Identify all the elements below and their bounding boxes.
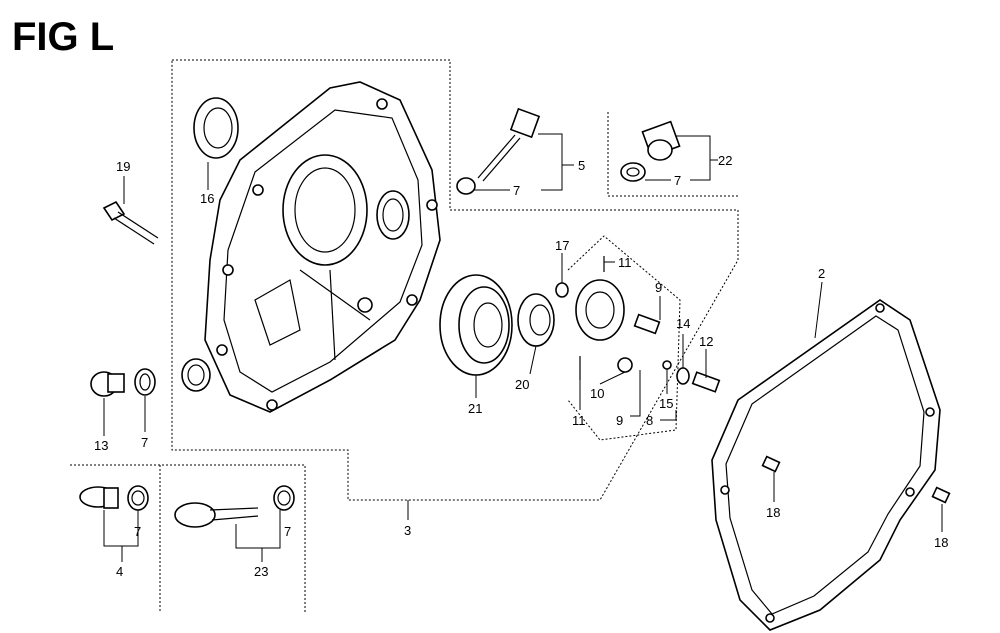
plug-22	[641, 120, 681, 161]
oil-filler-cap-23	[174, 502, 259, 528]
callout-2: 2	[818, 266, 825, 281]
callout-22: 22	[718, 153, 732, 168]
callout-16: 16	[200, 191, 214, 206]
small-seal-cover	[181, 358, 211, 392]
cover-rib	[254, 279, 301, 346]
weight-9	[633, 313, 661, 335]
washer-7-ll-b	[273, 485, 295, 511]
callout-12: 12	[699, 334, 713, 349]
group-boundaries	[70, 59, 740, 612]
oil-seal-16	[193, 97, 239, 159]
callout-4: 4	[116, 564, 123, 579]
drain-plug-13	[90, 371, 125, 397]
holder-10	[617, 357, 633, 373]
callout-19: 19	[116, 159, 130, 174]
group-22-box	[607, 112, 740, 197]
callout-20: 20	[515, 377, 529, 392]
callout-8: 8	[646, 413, 653, 428]
shaft-12	[691, 371, 721, 393]
callout-9-bottom: 9	[616, 413, 623, 428]
washer-7-ll-a	[127, 485, 149, 511]
callout-3: 3	[404, 523, 411, 538]
gasket-2	[711, 299, 941, 631]
washer-7-right	[620, 162, 646, 182]
lower-left-box	[70, 464, 306, 612]
callout-23: 23	[254, 564, 268, 579]
oil-filler-cap-4	[79, 486, 119, 509]
callout-7-plug: 7	[674, 173, 681, 188]
washer-14	[676, 367, 690, 385]
callout-11-top: 11	[618, 255, 632, 270]
crankcase-cover	[204, 81, 441, 413]
callout-21: 21	[468, 401, 482, 416]
callout-11-bottom: 11	[572, 413, 586, 428]
washer-7-left	[134, 368, 156, 396]
callout-13: 13	[94, 438, 108, 453]
ball-bearing-21	[439, 274, 513, 376]
callout-15: 15	[659, 396, 673, 411]
callout-18-right: 18	[934, 535, 948, 550]
callout-7-ll-b: 7	[284, 524, 291, 539]
callout-labels: 19 16 13 7 7 5 22 7 17 11 9 14 12 20 21 …	[94, 153, 948, 579]
callout-17: 17	[555, 238, 569, 253]
callout-18-left: 18	[766, 505, 780, 520]
dowel-pin-18a	[761, 455, 781, 473]
dowel-pin-18b	[931, 486, 951, 504]
clip-15	[662, 360, 672, 370]
callout-7-gauge: 7	[513, 183, 520, 198]
leader-lines	[103, 133, 943, 562]
flange-bolt-19	[102, 200, 159, 245]
crankcase-group-box	[171, 59, 739, 501]
callout-5: 5	[578, 158, 585, 173]
figure-title: FIG L	[12, 15, 114, 59]
oil-pump-group-box	[567, 235, 681, 441]
washer-17	[555, 282, 569, 298]
oil-level-gauge-5	[456, 107, 541, 195]
callout-10: 10	[590, 386, 604, 401]
callout-7-ll-a: 7	[134, 524, 141, 539]
callout-9-top: 9	[655, 280, 662, 295]
cover-bearing-bore	[282, 154, 368, 266]
callout-14: 14	[676, 316, 690, 331]
callout-7-left: 7	[141, 435, 148, 450]
ball-bearing-20	[517, 293, 555, 347]
governor-gear-assembly	[575, 256, 690, 385]
